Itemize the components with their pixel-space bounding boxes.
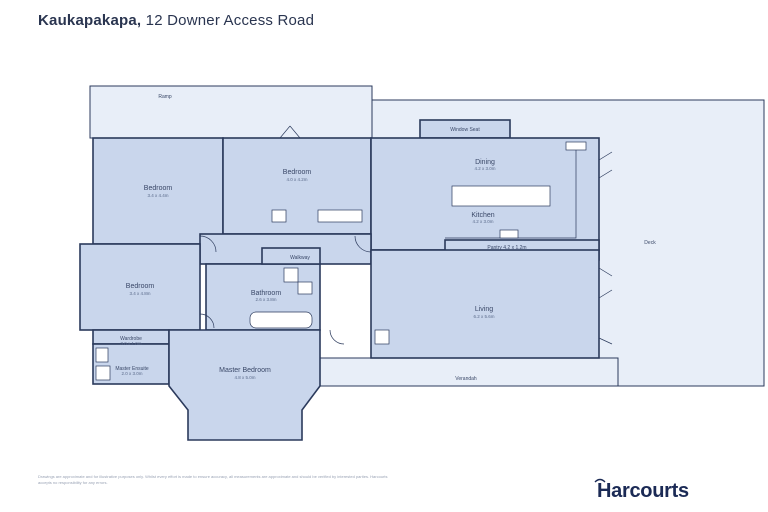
dim-wardrobe: 3.0 x 1.0m [120,341,141,346]
kitchen-bench [445,150,577,239]
door-swing [329,329,345,345]
label-deck: Deck [644,240,656,246]
label-verandah: Verandah [455,376,477,382]
room-bedroom-mid [79,243,201,331]
door-swing [598,337,613,345]
dim-bedroom-left: 3.4 x 4.4m [147,193,168,198]
walkway [261,247,321,265]
kitchen-sink [565,141,587,151]
label-bedroom-left: Bedroom [144,185,173,192]
label-bedroom-mid: Bedroom [126,283,155,290]
door-swing [598,151,613,179]
door-swing [354,235,372,253]
label-window-seat: Window Seat [450,127,480,133]
brand-logo: Harcourts [597,480,689,502]
dim-ensuite: 2.0 x 3.0m [121,371,142,376]
ensuite-toilet [95,347,109,363]
room-bedroom-left [92,137,224,245]
listing-title: Kaukapakapa, 12 Downer Access Road [38,12,314,29]
dim-dining: 4.2 x 3.0m [474,166,495,171]
room-master-bedroom [168,329,321,441]
label-pantry: Pantry 4.2 x 1.2m [487,245,526,251]
dim-living: 6.2 x 5.6m [473,314,494,319]
label-bedroom-top: Bedroom [283,169,312,176]
door-swing [199,313,215,329]
bathtub [249,311,313,329]
listing-address: 12 Downer Access Road [145,12,315,29]
label-ramp: Ramp [158,94,172,100]
kitchen-cooktop [499,229,519,239]
ramp-area [89,85,373,139]
label-ensuite: Master Ensuite [115,366,149,372]
bedroom-wardrobe-unit [317,209,363,223]
dim-bathroom: 2.6 x 3.8m [255,297,276,302]
door-swing [279,125,301,139]
ensuite-shower [95,365,111,381]
living-fireplace [374,329,390,345]
label-wardrobe: Wardrobe [120,336,142,342]
door-swing [199,235,217,253]
room-living [370,249,600,359]
dim-master-bedroom: 4.8 x 5.0m [234,375,255,380]
shower [283,267,299,283]
label-living: Living [475,306,493,313]
listing-suburb: Kaukapakapa, [38,12,142,29]
harcourts-logo-mark-icon [594,478,606,483]
kitchen-island [451,185,551,207]
dim-bedroom-mid: 3.4 x 4.8m [129,291,150,296]
bedroom-cabinet [271,209,287,223]
label-dining: Dining [475,159,495,166]
dim-bedroom-top: 4.0 x 4.2m [286,177,307,182]
verandah-area [319,357,619,387]
label-master-bedroom: Master Bedroom [219,367,271,374]
label-kitchen: Kitchen [471,212,494,219]
label-bathroom: Bathroom [251,290,282,297]
label-walkway: Walkway [290,255,310,261]
vanity [297,281,313,295]
disclaimer-text: Drawings are approximate and for illustr… [38,474,388,485]
door-swing [598,267,613,299]
dim-kitchen: 4.2 x 3.0m [472,219,493,224]
